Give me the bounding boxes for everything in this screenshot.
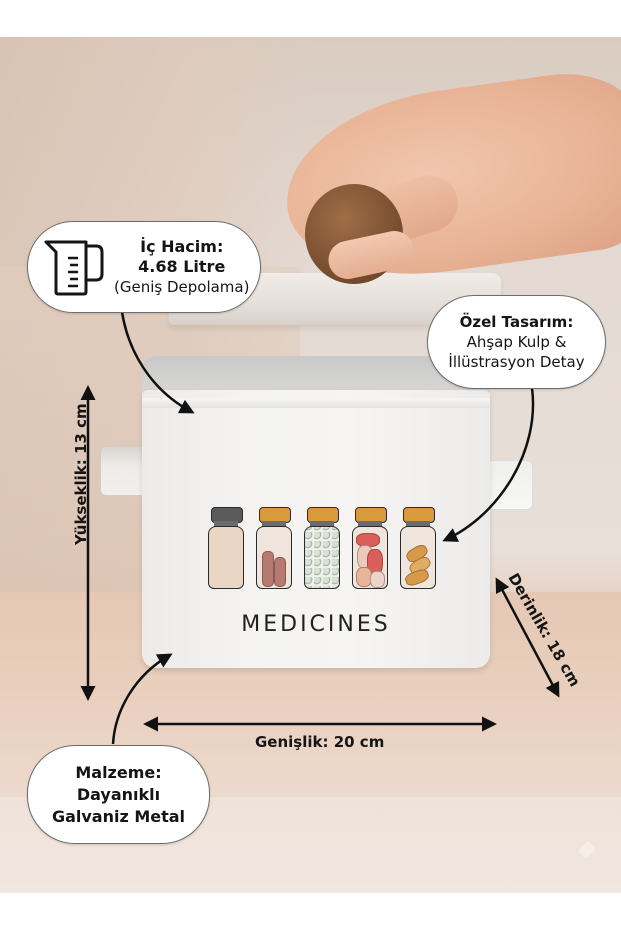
design-title: Özel Tasarım: <box>459 313 574 331</box>
design-arrow <box>442 387 535 542</box>
design-line2: İllüstrasyon Detay <box>448 353 585 371</box>
jar-icon <box>208 507 244 589</box>
volume-arrow <box>120 311 195 414</box>
design-callout: Özel Tasarım: Ahşap Kulp & İllüstrasyon … <box>427 295 606 389</box>
design-line1: Ahşap Kulp & <box>466 333 567 351</box>
material-line1: Malzeme: <box>75 762 162 782</box>
jar-icon <box>304 507 340 589</box>
jar-icon <box>352 507 388 589</box>
height-label: Yükseklik: 13 cm <box>72 403 90 545</box>
material-arrow <box>111 653 173 745</box>
measuring-cup-icon <box>44 240 104 296</box>
volume-value: 4.68 Litre <box>138 257 226 276</box>
width-label: Genişlik: 20 cm <box>255 733 385 751</box>
jar-illustration <box>208 507 436 589</box>
jar-icon <box>400 507 436 589</box>
volume-text: İç Hacim: 4.68 Litre (Geniş Depolama) <box>114 237 249 297</box>
volume-title: İç Hacim: <box>140 237 224 256</box>
material-line2: Dayanıklı <box>76 784 161 804</box>
jar-icon <box>256 507 292 589</box>
volume-callout: İç Hacim: 4.68 Litre (Geniş Depolama) <box>27 221 261 313</box>
material-line3: Galvaniz Metal <box>51 806 186 826</box>
material-callout: Malzeme: Dayanıklı Galvaniz Metal <box>27 745 210 844</box>
volume-note: (Geniş Depolama) <box>114 278 250 296</box>
box-rim-band <box>142 398 490 408</box>
box-label: MEDICINES <box>241 612 391 637</box>
depth-dimension-line <box>495 577 560 698</box>
